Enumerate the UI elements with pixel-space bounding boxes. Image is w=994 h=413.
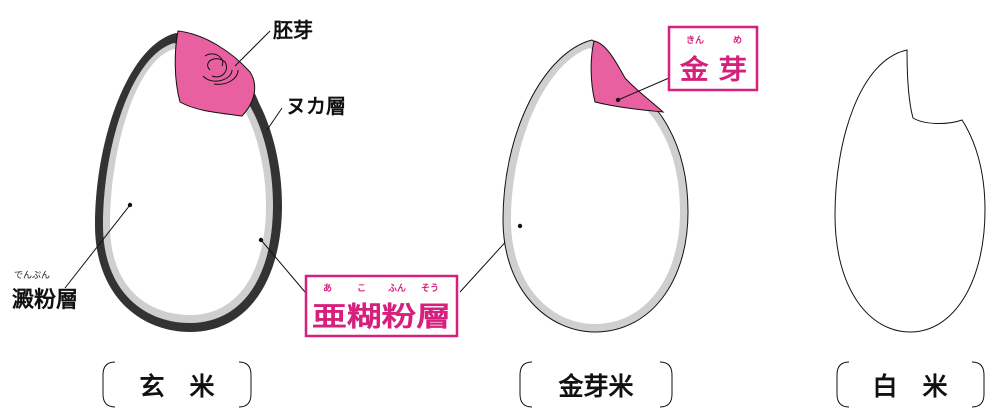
white-rice-title-text: 白 米: [872, 372, 948, 401]
subaleurone-ruby-2: こ: [357, 283, 366, 294]
white-rice-grain: [834, 49, 986, 333]
kinme-starch: [511, 48, 680, 324]
germ: [174, 30, 256, 117]
golden-germ-label-box: [667, 25, 759, 92]
kinme-rice-grain: [502, 39, 689, 333]
golden-germ-leader: [617, 77, 670, 101]
golden-germ-ruby-1: きん: [686, 35, 704, 46]
starch-ruby: でんぷん: [14, 270, 50, 281]
subaleurone-leader-left: [260, 239, 306, 293]
golden-germ-ruby-2: め: [733, 35, 742, 46]
germ-leader: [234, 30, 271, 67]
bran-leader: [266, 107, 283, 131]
golden-germ-label: 金 芽: [679, 54, 747, 86]
germ-label: 胚芽: [273, 18, 313, 42]
starch-layer: [110, 49, 266, 315]
brown-rice-title: 玄 米: [102, 361, 252, 408]
brown-rice-grain: [95, 30, 282, 332]
kinme-rice-title: 金芽米: [519, 361, 673, 408]
bran-layer-label: ヌカ層: [286, 94, 346, 118]
subaleurone-ruby-3: ふん: [388, 283, 406, 294]
white-rice-title: 白 米: [836, 361, 985, 408]
kinme-subaleurone-point: [517, 223, 523, 229]
subaleurone-ruby-1: あ: [323, 283, 332, 294]
subaleurone-layer-label: 亜糊粉層: [312, 302, 451, 333]
starch-layer-label: 澱粉層: [12, 288, 78, 313]
golden-germ: [590, 40, 665, 113]
starch-leader: [64, 204, 131, 289]
subaleurone-ruby-4: そう: [421, 283, 439, 294]
brown-rice-title-text: 玄 米: [139, 372, 215, 401]
kinme-rice-title-text: 金芽米: [557, 372, 634, 401]
germ-detail: [202, 53, 239, 85]
subaleurone-label-box: [304, 274, 459, 338]
